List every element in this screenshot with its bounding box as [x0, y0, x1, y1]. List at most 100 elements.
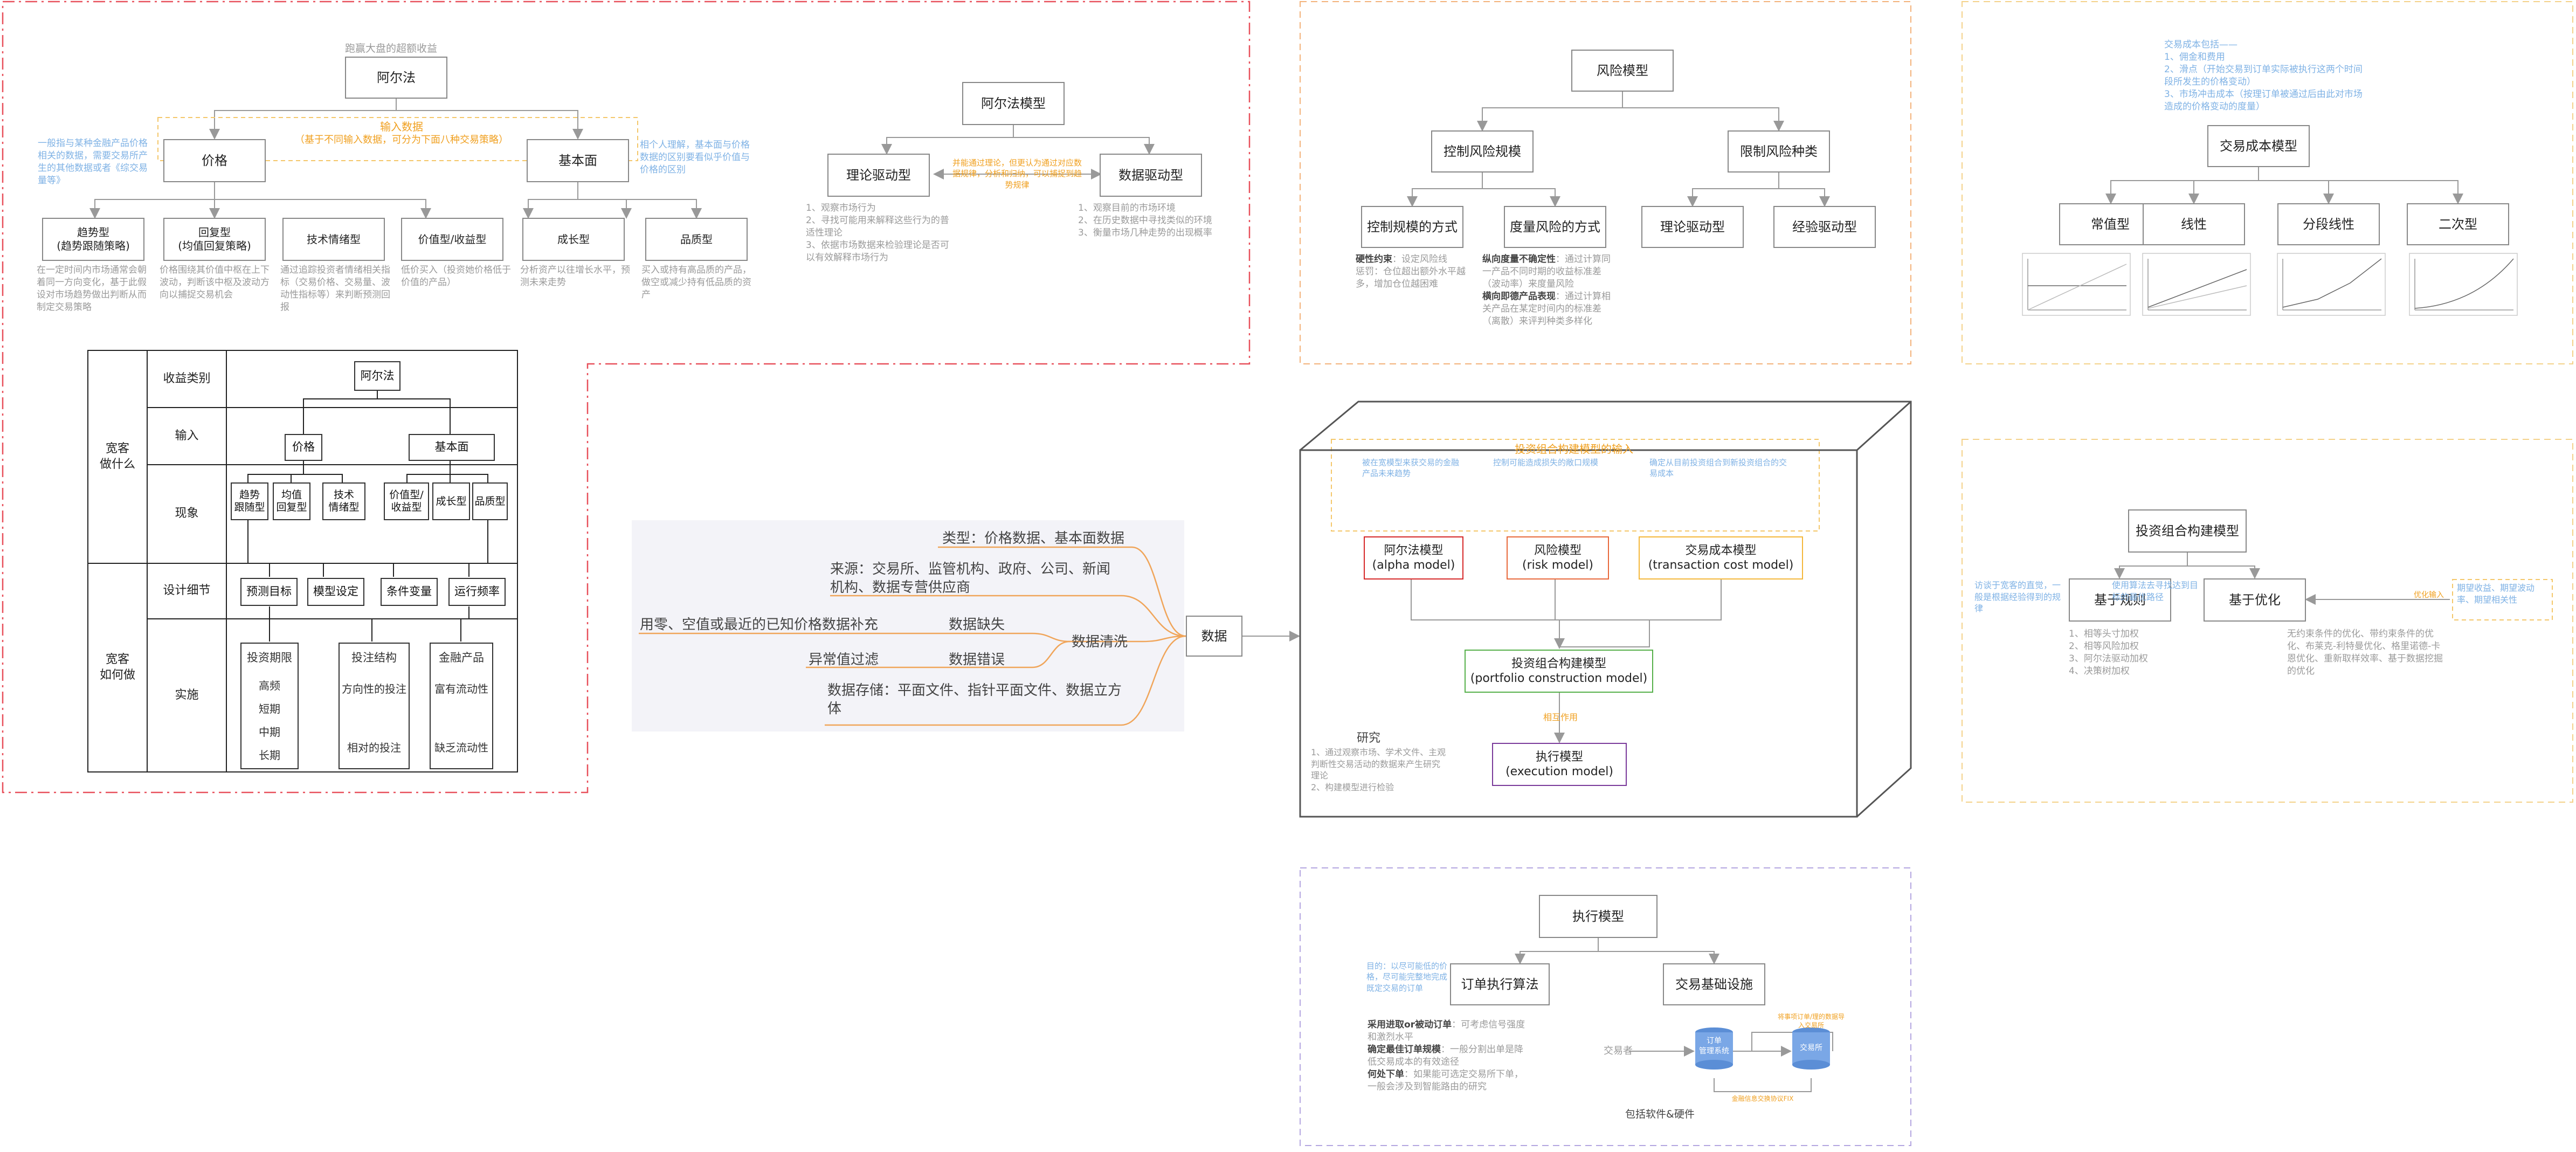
table-run-frequency: 运行频率 — [448, 578, 506, 606]
exec-section-node: 执行模型 — [1539, 895, 1658, 938]
algo-note-title-3: 何处下单 — [1368, 1068, 1404, 1080]
table-mean-box: 均值 回复型 — [273, 482, 310, 520]
limit-type-node: 限制风险种类 — [1728, 130, 1830, 173]
table-quality-box: 品质型 — [472, 482, 508, 520]
data-error: 数据错误 — [949, 652, 1005, 668]
fix-protocol-note: 金融信息交换协议FIX — [1731, 1095, 1794, 1102]
exec-goal-note: 目的：以尽可能低的价格，尽可能完整地完成既定交易的订单 — [1366, 961, 1448, 993]
theory-driven-node: 理论驱动型 — [827, 154, 930, 197]
data-error-fix: 异常值过滤 — [809, 652, 879, 668]
cube-risk-model: 风险模型 (risk model) — [1507, 536, 1609, 580]
cube-execution-model: 执行模型 (execution model) — [1492, 743, 1627, 786]
trader-label: 交易者 — [1604, 1045, 1633, 1057]
strategy-mean-reversion: 回复型 (均值回复策略) — [163, 218, 266, 261]
cube-alpha-model: 阿尔法模型 (alpha model) — [1364, 536, 1463, 580]
opt-left-note: 使用算法去寻找达到目标的最优路径 — [2112, 580, 2199, 602]
control-note-body: ：设定风险线 惩罚：仓位超出额外水平越多，增加仓位越困难 — [1356, 254, 1466, 289]
research-note: 1、通过观察市场、学术文件、主观判断性交易活动的数据来产生研究理论 2、构建模型… — [1311, 747, 1446, 792]
algo-note-body-2: ：一般分割出单是降低交易成本的有效途径 — [1368, 1044, 1523, 1067]
table-trend-box: 趋势 跟随型 — [231, 482, 268, 520]
table-row-phenomenon: 现象 — [175, 507, 199, 521]
impl-structure-item: 相对的投注 — [347, 741, 401, 754]
fix-note: 将事项订单/理的数据导入交易所 — [1777, 1013, 1845, 1030]
table-row-implementation: 实施 — [175, 688, 199, 702]
tc-quadratic-node: 二次型 — [2407, 203, 2509, 245]
table-impl-structure: 投注结构 方向性的投注 相对的投注 — [339, 643, 410, 769]
pcm-section-node: 投资组合构建模型 — [2128, 509, 2247, 553]
table-row-design: 设计细节 — [163, 584, 211, 598]
control-way-note: 硬性约束：设定风险线 惩罚：仓位超出额外水平越多，增加仓位越困难 — [1356, 253, 1469, 291]
table-alpha-box: 阿尔法 — [354, 361, 400, 391]
data-driven-note: 1、观察目前的市场环境 2、在历史数据中寻找类似的环境 3、衡量市场几种走势的出… — [1078, 203, 1212, 238]
alpha-root-node: 阿尔法 — [345, 57, 447, 99]
data-type: 类型：价格数据、基本面数据 — [942, 530, 1125, 547]
alpha-top-caption: 跑赢大盘的超额收益 — [345, 43, 438, 54]
data-cleaning: 数据清洗 — [1072, 634, 1128, 650]
impl-horizon-item: 中期 — [259, 726, 280, 739]
rules-list: 1、相等头寸加权 2、相等风险加权 3、阿尔法驱动加权 4、决策树加权 — [2069, 629, 2148, 677]
theory-driven-note: 1、观察市场行为 2、寻找可能用来解释这些行为的普适性理论 3、依据市场数据来检… — [806, 203, 949, 263]
fundamental-note: 相个人理解，基本面与价格数据的区别要看似乎价值与价格的区别 — [640, 140, 750, 175]
control-note-title: 硬性约束 — [1356, 254, 1392, 265]
table-value-box: 价值型/ 收益型 — [384, 482, 429, 520]
cube-help-label: 相互作用 — [1543, 712, 1578, 722]
data-source: 来源：交易所、监管机构、政府、公司、新闻机构、数据专营供应商 — [830, 561, 1111, 596]
input-data-label: 输入数据 — [380, 120, 423, 133]
strategy-mean-reversion-note: 价格围绕其价值中枢在上下波动，判断该中枢及波动方向以捕捉交易机会 — [160, 265, 270, 300]
impl-structure-title: 投注结构 — [351, 651, 397, 664]
table-sentiment-box: 技术 情绪型 — [322, 482, 365, 520]
strategy-value-note: 低价买入（投资她价格低于价值的产品） — [401, 265, 511, 288]
cube-pcm: 投资组合构建模型 (portfolio construction model) — [1465, 650, 1653, 693]
impl-product-item: 富有流动性 — [434, 682, 488, 695]
software-hardware-label: 包括软件&硬件 — [1625, 1108, 1695, 1120]
data-center-node: 数据 — [1186, 616, 1242, 657]
pcm-input-label: 投资组合构建模型的输入 — [1515, 443, 1633, 456]
alpha-model-node: 阿尔法模型 — [962, 82, 1065, 125]
table-condition-var: 条件变量 — [381, 578, 438, 606]
measure-note-title-2: 横向即德产品表现 — [1482, 291, 1556, 302]
strategy-sentiment-note: 通过追踪投资者情绪相关指标（交易价格、交易量、波动性指标等）来判断预测回报 — [280, 265, 390, 313]
strategy-sentiment: 技术情绪型 — [282, 218, 385, 261]
rules-based-node: 基于规则 — [2069, 578, 2171, 622]
tc-input-note: 确定从目前投资组合到新投资组合的交易成本 — [1649, 458, 1787, 479]
opt-list: 无约束条件的优化、带约束条件的优化、布莱克-利特曼优化、格里诺德-卡恩优化、重新… — [2287, 629, 2443, 677]
alpha-model-middle-note: 并能通过理论，但更认为通过对应数据规律，分析和归纳，可以捕捉到趋势规律 — [952, 158, 1082, 190]
oms-label: 订单 管理系统 — [1699, 1037, 1729, 1056]
measure-way-node: 度量风险的方式 — [1504, 206, 1606, 248]
order-algo-node: 订单执行算法 — [1450, 963, 1550, 1005]
tc-intro-note: 交易成本包括—— 1、佣金和费用 2、滑点（开始交易到订单实际被执行这两个时间段… — [2164, 39, 2363, 112]
control-size-node: 控制风险规模 — [1431, 130, 1534, 173]
table-predict-target: 预测目标 — [240, 578, 298, 606]
strategy-growth-note: 分析资产以往增长水平，预测未来走势 — [520, 265, 630, 288]
risk-model-node: 风险模型 — [1571, 50, 1674, 92]
optimization-node: 基于优化 — [2204, 578, 2306, 622]
exchange-label: 交易所 — [1800, 1044, 1822, 1052]
strategy-value: 价值型/收益型 — [401, 218, 503, 261]
table-impl-horizon: 投资期限 高频 短期 中期 长期 — [240, 643, 299, 769]
table-row-return: 收益类别 — [163, 371, 211, 385]
strategy-quality: 品质型 — [645, 218, 748, 261]
measure-note-title-1: 纵向度量不确定性 — [1482, 254, 1556, 265]
algo-note-body-3: ：如果能可选定交易所下单，一般会涉及到智能路由的研究 — [1368, 1068, 1523, 1092]
impl-horizon-title: 投资期限 — [247, 651, 292, 664]
input-data-sub: （基于不同输入数据，可分为下面八种交易策略） — [295, 134, 508, 146]
measure-note-body-1: ：通过计算同一产品不同时期的收益标准差（波动率）来度量风险 — [1482, 254, 1611, 289]
table-impl-product: 金融产品 富有流动性 缺乏流动性 — [430, 643, 493, 769]
strategy-trend-note: 在一定时间内市场通常会朝着同一方向变化，基于此假设对市场趋势做出判断从而制定交易… — [37, 265, 147, 313]
data-driven-node: 数据驱动型 — [1100, 154, 1202, 197]
table-growth-box: 成长型 — [432, 482, 470, 520]
measure-way-note: 纵向度量不确定性：通过计算同一产品不同时期的收益标准差（波动率）来度量风险横向即… — [1482, 253, 1617, 328]
opt-input-label: 优化输入 — [2414, 591, 2444, 599]
alpha-input-note: 被在宽模型来获交易的金融产品未来趋势 — [1362, 458, 1460, 479]
algo-note-title-1: 采用进取or被动订单 — [1368, 1019, 1452, 1030]
infra-node: 交易基础设施 — [1663, 963, 1765, 1005]
data-storage: 数据存储：平面文件、指针平面文件、数据立方体 — [827, 682, 1122, 717]
price-note: 一般指与某种金融产品价格相关的数据，需要交易所产生的其他数据或者《综交易量等》 — [38, 138, 148, 186]
order-algo-note: 采用进取or被动订单：可考虑信号强度和激烈水平确定最佳订单规模：一般分割出单是降… — [1368, 1019, 1529, 1093]
fundamental-node: 基本面 — [527, 139, 629, 182]
